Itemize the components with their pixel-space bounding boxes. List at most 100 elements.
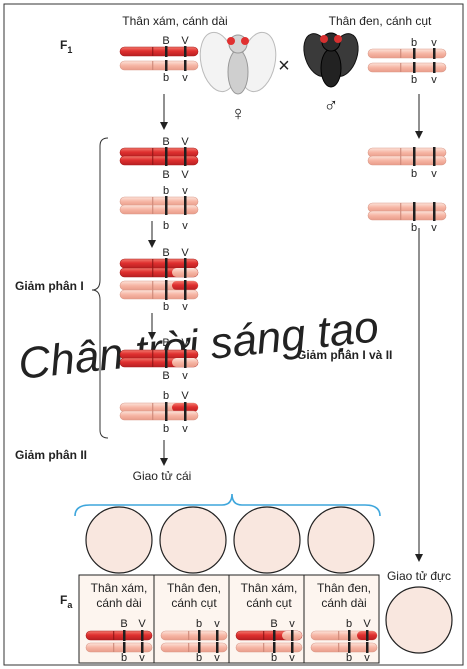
meiosis-1-and-2-label: Giảm phân I và II [297, 348, 392, 362]
watermark: Chân trời sáng tạo [16, 302, 381, 389]
allele-label: b [196, 652, 202, 664]
allele-label: b [346, 618, 352, 630]
chromosome-light [235, 642, 303, 653]
chromosome-dark [85, 630, 153, 641]
fa-label: Fa [60, 593, 73, 610]
allele-label: v [431, 37, 437, 49]
allele-label: b [196, 618, 202, 630]
allele-label: b [163, 301, 169, 313]
chromosome-light [367, 147, 447, 158]
allele-label: B [162, 247, 169, 259]
allele-label: B [120, 618, 127, 630]
allele-label: B [162, 169, 169, 181]
allele-label: b [163, 185, 169, 197]
f1-label: F1 [60, 38, 72, 55]
allele-label: v [182, 220, 188, 232]
chromosome-dark [119, 155, 199, 166]
chromosome-dark [119, 357, 199, 368]
allele-label: b [411, 37, 417, 49]
allele-label: b [411, 74, 417, 86]
allele-label: b [121, 652, 127, 664]
chromosome-light [85, 642, 153, 653]
allele-label: v [364, 652, 370, 664]
allele-label: V [181, 337, 189, 349]
fa-phenotype: cánh dài [96, 596, 141, 610]
gamete-cell [159, 506, 227, 574]
allele-label: v [214, 652, 220, 664]
allele-label: b [163, 220, 169, 232]
gamete-cell [307, 506, 375, 574]
allele-label: v [182, 370, 188, 382]
chromosome-dark [119, 267, 199, 278]
allele-label: B [162, 370, 169, 382]
allele-label: v [431, 74, 437, 86]
allele-label: B [270, 618, 277, 630]
female-fly-icon [199, 31, 277, 95]
allele-label: v [289, 618, 295, 630]
fa-phenotype: cánh dài [321, 596, 366, 610]
chromosome-light [119, 60, 199, 71]
allele-label: v [182, 301, 188, 313]
allele-label: V [181, 390, 189, 402]
fa-phenotype: cánh cụt [171, 596, 217, 610]
allele-label: b [411, 222, 417, 234]
allele-label: b [163, 72, 169, 84]
chromosome-dark [119, 46, 199, 57]
chromosome-light [310, 630, 378, 641]
allele-label: v [182, 185, 188, 197]
allele-label: v [139, 652, 145, 664]
male-fly-icon [303, 32, 359, 88]
allele-label: V [363, 618, 371, 630]
allele-label: b [411, 168, 417, 180]
chromosome-light [119, 289, 199, 300]
chromosome-light [119, 402, 199, 413]
chromosome-dark [235, 630, 303, 641]
chromosome-light [367, 48, 447, 59]
allele-label: B [162, 35, 169, 47]
chromosome-light [367, 210, 447, 221]
allele-label: b [271, 652, 277, 664]
allele-label: v [182, 72, 188, 84]
chromosome-light [160, 642, 228, 653]
allele-label: V [138, 618, 146, 630]
female-symbol: ♀ [231, 103, 246, 125]
chromosome-light [119, 204, 199, 215]
allele-label: B [162, 337, 169, 349]
fa-phenotype: Thân xám, [91, 581, 148, 595]
allele-label: V [181, 136, 189, 148]
chromosome-light [119, 280, 199, 291]
chromosome-light [367, 202, 447, 213]
allele-label: v [289, 652, 295, 664]
fa-phenotype: Thân đen, [167, 581, 221, 595]
allele-label: b [163, 390, 169, 402]
allele-label: v [214, 618, 220, 630]
chromosome-light [310, 642, 378, 653]
gamete-brace [74, 493, 381, 517]
fa-phenotype: cánh cụt [246, 596, 292, 610]
allele-label: V [181, 169, 189, 181]
allele-label: v [182, 423, 188, 435]
allele-label: V [181, 247, 189, 259]
allele-label: V [181, 35, 189, 47]
gamete-cell [85, 506, 153, 574]
male-parent-phenotype: Thân đen, cánh cụt [329, 14, 432, 28]
male-symbol: ♂ [324, 95, 339, 117]
fa-phenotype: Thân đen, [317, 581, 371, 595]
female-gametes-label: Giao tử cái [133, 469, 192, 483]
allele-label: b [346, 652, 352, 664]
cross-symbol: × [278, 55, 290, 77]
allele-label: B [162, 136, 169, 148]
male-gametes-label: Giao tử đực [387, 569, 451, 583]
meiosis-1-label: Giảm phân I [15, 279, 84, 293]
meiosis-bracket [91, 137, 109, 439]
fa-phenotype: Thân xám, [241, 581, 298, 595]
chromosome-light [367, 155, 447, 166]
chromosome-light [160, 630, 228, 641]
chromosome-light [367, 62, 447, 73]
chromosome-light [119, 410, 199, 421]
female-parent-phenotype: Thân xám, cánh dài [122, 14, 227, 28]
outer-frame [3, 3, 464, 666]
allele-label: b [163, 423, 169, 435]
gamete-cell [233, 506, 301, 574]
